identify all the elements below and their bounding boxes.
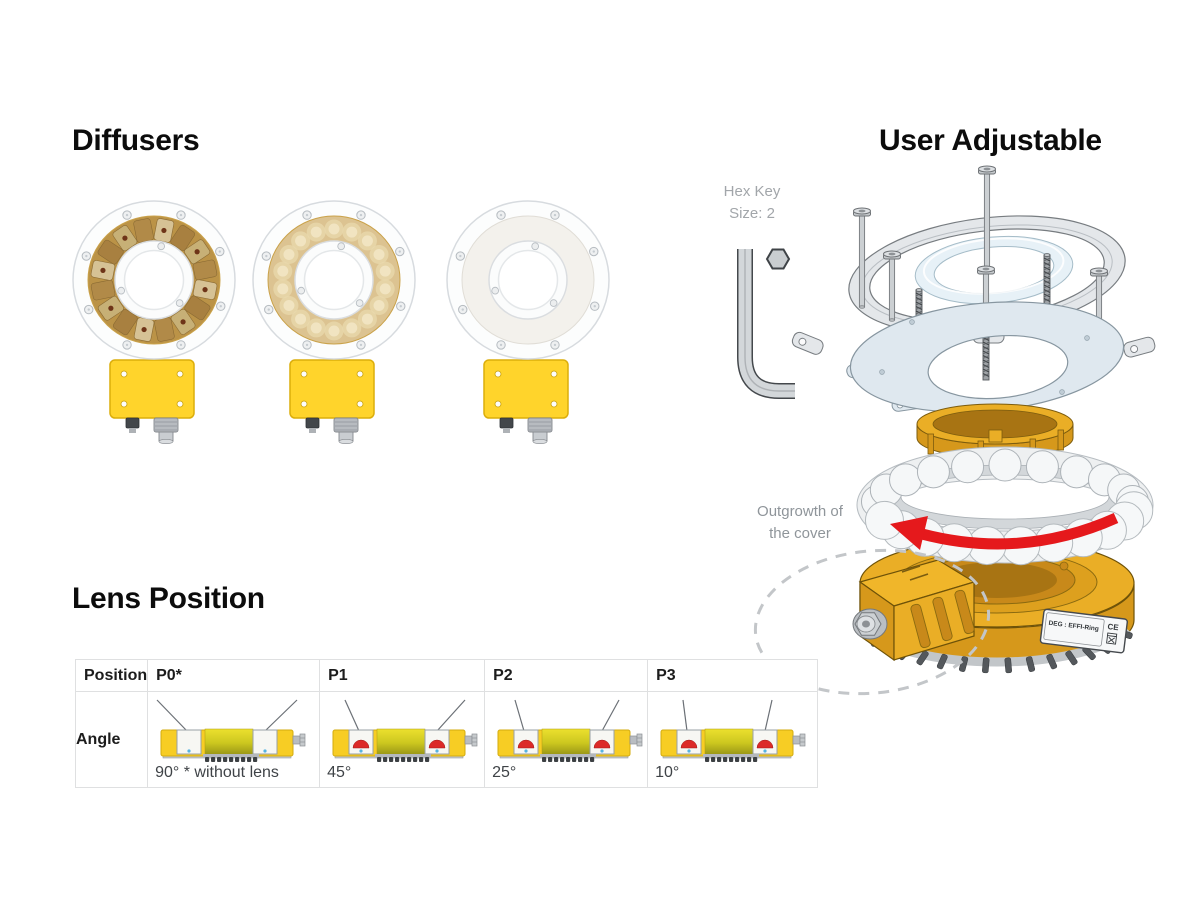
- ring-light-no-diffuser-image: [72, 200, 236, 444]
- weee-icon: [1106, 632, 1118, 645]
- lens-diagram-p0: 90° * without lens: [147, 691, 321, 788]
- product-label: DEG : EFFI-Ring CE: [1039, 608, 1128, 654]
- table-header-p2: P2: [484, 659, 649, 692]
- user-adjustable-heading: User Adjustable: [879, 124, 1102, 157]
- angle-caption-p0: 90° * without lens: [155, 764, 279, 781]
- hex-key-label-line2: Size: 2: [729, 205, 775, 222]
- diffusers-heading: Diffusers: [72, 124, 200, 157]
- ce-mark: CE: [1107, 622, 1120, 632]
- angle-caption-p3: 10°: [655, 764, 680, 781]
- table-row-label-angle: Angle: [74, 691, 149, 788]
- angle-caption-p1: 45°: [327, 764, 352, 781]
- table-header-position: Position: [74, 659, 149, 692]
- table-header-p1: P1: [319, 659, 486, 692]
- angle-caption-p2: 25°: [492, 764, 517, 781]
- callout-line2: the cover: [769, 525, 831, 542]
- ring-light-semi-diffuser-image: [252, 200, 416, 444]
- lens-position-heading: Lens Position: [72, 582, 265, 615]
- table-header-p3: P3: [647, 659, 819, 692]
- lens-diagram-p2: 25°: [484, 691, 649, 788]
- callout-line1: Outgrowth of: [757, 503, 843, 520]
- hex-key-label-line1: Hex Key: [723, 183, 781, 200]
- ring-light-opaque-diffuser-image: [446, 200, 610, 444]
- hex-key-icon: [737, 248, 795, 399]
- table-header-p0: P0*: [147, 659, 321, 692]
- lens-position-table: Position P0* P1 P2 P3 Angle 90° * withou…: [74, 659, 819, 788]
- exploded-assembly-diagram: DEG : EFFI-Ring CE: [753, 165, 1156, 696]
- lens-diagram-p3: 10°: [647, 691, 819, 788]
- lens-diagram-p1: 45°: [319, 691, 486, 788]
